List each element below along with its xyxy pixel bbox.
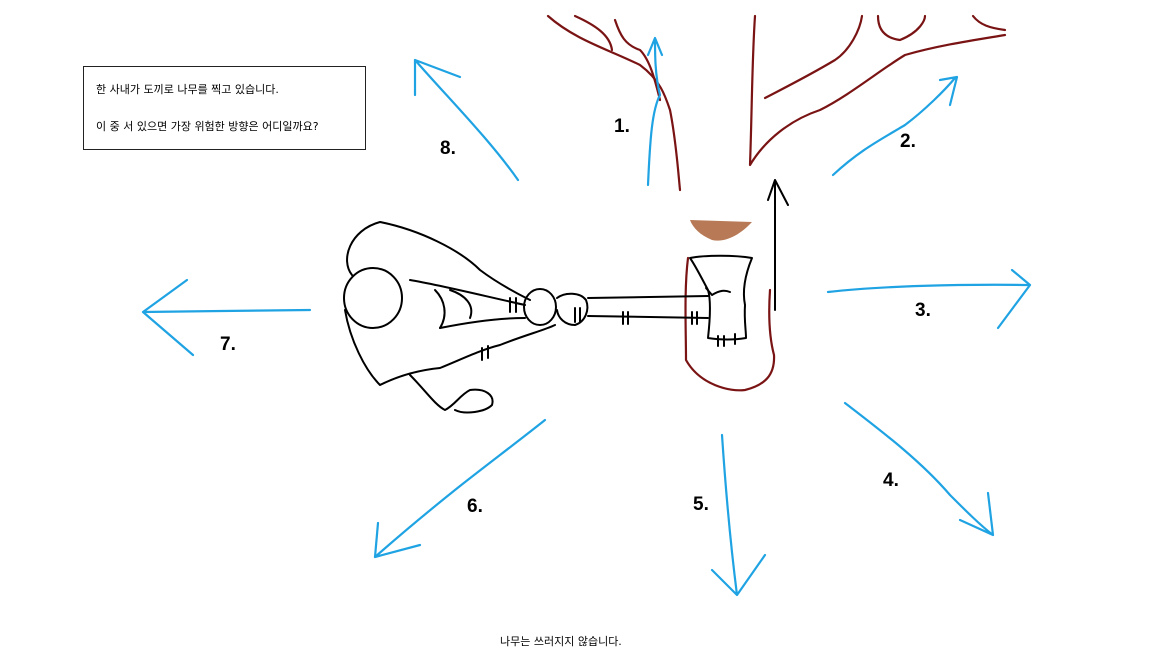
- direction-label-8: 8.: [440, 138, 456, 159]
- direction-label-3: 3.: [915, 300, 931, 321]
- footnote: 나무는 쓰러지지 않습니다.: [500, 635, 622, 648]
- arrow-3: [826, 268, 1032, 330]
- axe-drawing: [587, 179, 789, 347]
- direction-label-5: 5.: [693, 494, 709, 515]
- direction-label-6: 6.: [467, 496, 483, 517]
- arrow-4: [843, 401, 995, 537]
- direction-arrows: [141, 36, 1032, 597]
- arrow-1: [646, 36, 664, 187]
- question-box: 한 사내가 도끼로 나무를 찍고 있습니다. 이 중 서 있으면 가장 위험한 …: [83, 66, 366, 150]
- question-line-1: 한 사내가 도끼로 나무를 찍고 있습니다.: [96, 83, 279, 96]
- wood-chip: [690, 220, 752, 241]
- direction-label-7: 7.: [220, 334, 236, 355]
- tree-drawing: [546, 14, 1007, 392]
- question-line-2: 이 중 서 있으면 가장 위험한 방향은 어디일까요?: [96, 120, 319, 133]
- direction-label-1: 1.: [614, 116, 630, 137]
- arrow-2: [831, 75, 959, 177]
- arrow-6: [373, 418, 547, 559]
- direction-label-4: 4.: [883, 470, 899, 491]
- man-drawing: [343, 221, 589, 414]
- arrow-8: [413, 58, 520, 182]
- arrow-7: [141, 278, 312, 357]
- arrow-5: [710, 433, 767, 597]
- direction-label-2: 2.: [900, 131, 916, 152]
